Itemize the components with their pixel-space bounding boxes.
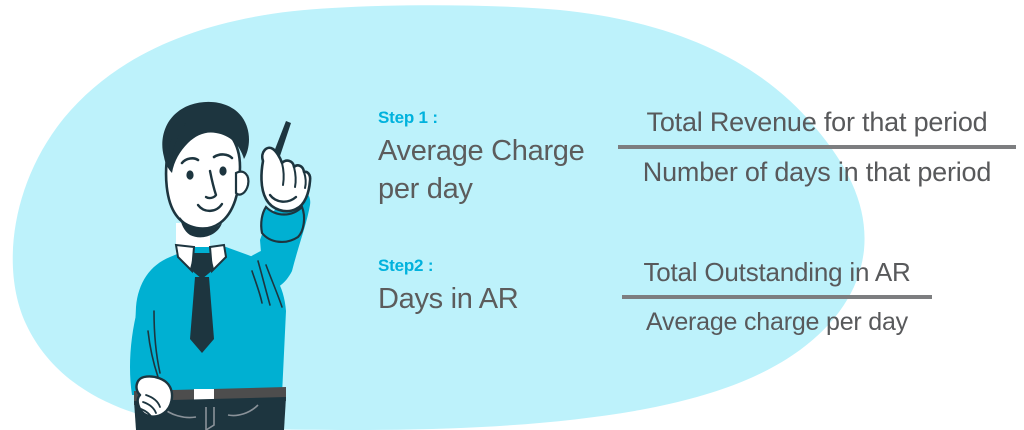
eyebrow-right bbox=[212, 153, 234, 160]
shirt-fold-4 bbox=[265, 264, 283, 308]
trousers bbox=[134, 397, 286, 430]
formula-2-numerator: Total Outstanding in AR bbox=[643, 257, 911, 287]
collar-right bbox=[208, 243, 228, 274]
tie-body bbox=[190, 277, 214, 353]
lowered-hand bbox=[135, 375, 174, 418]
tie-knot bbox=[190, 253, 214, 279]
mouth bbox=[196, 202, 224, 213]
formula-1-fraction-bar bbox=[618, 145, 1016, 149]
ear bbox=[234, 170, 250, 196]
step-2-block: Step2 : Days in AR bbox=[378, 256, 519, 318]
sleeve-cuff bbox=[260, 205, 306, 243]
lower-finger-1 bbox=[145, 394, 161, 408]
shirt-fold-3 bbox=[257, 260, 271, 306]
hair-sideburn bbox=[169, 123, 186, 157]
step-2-label: Step2 : bbox=[378, 256, 434, 275]
shoulder-raised bbox=[250, 247, 292, 291]
formula-average-charge-per-day: Total Revenue for that period Number of … bbox=[618, 104, 1016, 190]
eyebrow-left bbox=[180, 157, 200, 165]
thumb-line bbox=[268, 193, 298, 203]
belt-buckle bbox=[194, 389, 214, 402]
step-1-block: Step 1 : Average Charge per day bbox=[378, 108, 585, 208]
shirt-fold-2 bbox=[147, 330, 159, 378]
pocket-right bbox=[227, 404, 259, 417]
man-illustration bbox=[130, 101, 312, 430]
hair bbox=[162, 101, 249, 173]
step-1-label: Step 1 : bbox=[378, 108, 438, 127]
step-2-title-line-1: Days in AR bbox=[378, 283, 519, 315]
finger-line-1 bbox=[281, 162, 285, 186]
formula-1-numerator: Total Revenue for that period bbox=[646, 107, 988, 137]
nose bbox=[204, 169, 218, 200]
pen bbox=[272, 121, 291, 159]
shirt-fold-1 bbox=[153, 310, 161, 374]
lower-finger-3 bbox=[140, 408, 153, 419]
finger-line-2 bbox=[293, 166, 297, 188]
eye-right bbox=[219, 166, 227, 176]
formula-2-denominator: Average charge per day bbox=[646, 308, 908, 336]
shirt-fold-5 bbox=[251, 270, 263, 304]
lower-finger-2 bbox=[142, 401, 157, 414]
beard-shadow bbox=[180, 217, 222, 238]
formula-2-fraction-bar bbox=[622, 295, 932, 299]
trouser-fly bbox=[205, 407, 215, 430]
step-1-title-line-1: Average Charge bbox=[378, 135, 585, 167]
eye-left bbox=[186, 170, 194, 180]
formula-1-denominator: Number of days in that period bbox=[642, 157, 992, 187]
collar-left bbox=[174, 243, 196, 274]
step-1-title-line-2: per day bbox=[378, 173, 473, 205]
finger-line-3 bbox=[303, 171, 307, 189]
formula-days-in-ar: Total Outstanding in AR Average charge p… bbox=[622, 254, 932, 340]
